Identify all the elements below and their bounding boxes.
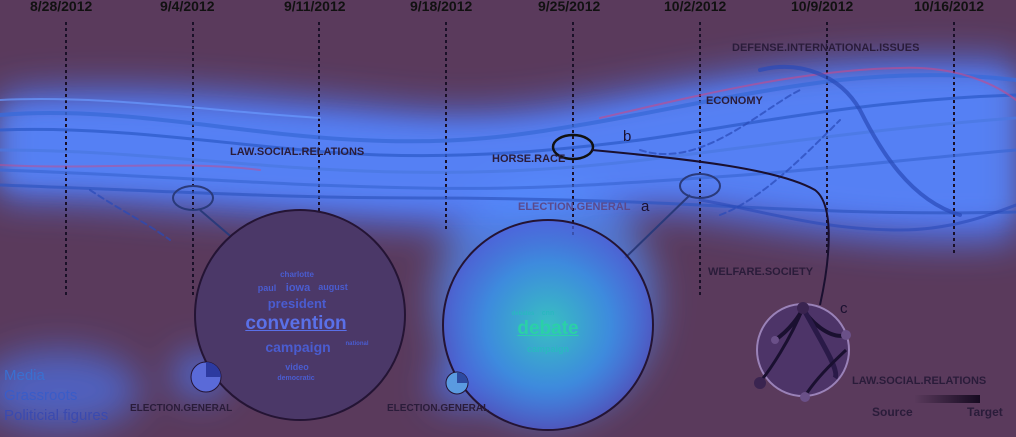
date-label: 10/2/2012 [664, 0, 727, 14]
chord-link [758, 307, 805, 383]
date-label: 10/16/2012 [914, 0, 985, 14]
cloud-word[interactable]: august [318, 282, 348, 292]
connector-b [591, 149, 830, 306]
cloud-word[interactable]: charlotte [280, 270, 314, 279]
stream-line [698, 198, 1016, 232]
stream-line [0, 183, 1016, 215]
cloud-word[interactable]: president [267, 296, 327, 311]
chord-link [803, 348, 848, 397]
date-label: 9/18/2012 [410, 0, 473, 14]
topic-label-law[interactable]: LAW.SOCIAL.RELATIONS [230, 146, 365, 158]
legend-label: Grassroots [4, 387, 78, 404]
cloud-main-word[interactable]: debate [517, 318, 579, 339]
chord-link [800, 306, 839, 380]
stream-accent-line [0, 164, 261, 171]
cloud-word[interactable]: cnn [541, 310, 555, 317]
topic-label-horse-race[interactable]: HORSE.RACE [492, 153, 566, 165]
topic-label-economy[interactable]: ECONOMY [706, 95, 763, 107]
cloud-word[interactable]: democratic [277, 375, 315, 382]
cloud-word[interactable]: iowa [285, 282, 311, 294]
word-cloud-circle-center [442, 219, 654, 431]
cloud-word[interactable]: campaign [526, 344, 570, 354]
legend-item-media: Media [4, 367, 45, 384]
stream-line [0, 98, 321, 119]
chord-node [797, 302, 809, 314]
annotation-c: c [840, 300, 848, 317]
source-target-gradient [914, 395, 980, 403]
cloud-word[interactable]: debates [511, 311, 535, 317]
word-cloud-center[interactable] [442, 219, 654, 431]
stream-dashed-line [639, 89, 801, 156]
connector-a [624, 194, 691, 259]
date-label: 8/28/2012 [30, 0, 93, 14]
cloud-word[interactable]: campaign [265, 339, 331, 355]
date-label: 9/25/2012 [538, 0, 601, 14]
focus-ellipse-a [679, 173, 721, 199]
focus-ellipse-left [172, 185, 214, 211]
connector-left [199, 209, 236, 241]
topic-label-law-bottom[interactable]: LAW.SOCIAL.RELATIONS [852, 375, 987, 387]
source-label: Source [872, 405, 913, 419]
stream-line [758, 65, 962, 217]
focus-ellipse-b [551, 133, 595, 161]
stream-line [0, 116, 1016, 174]
date-label: 9/4/2012 [160, 0, 215, 14]
chord-node [800, 392, 810, 402]
legend-label: Politicial figures [4, 407, 109, 424]
topic-label-welfare[interactable]: WELFARE.SOCIETY [708, 266, 814, 278]
annotation-a: a [641, 198, 650, 215]
legend-item-grassroots: Grassroots [4, 387, 77, 404]
cloud-word[interactable]: national [345, 341, 369, 347]
legend-label: Media [4, 367, 45, 384]
cloud-word[interactable]: paul [257, 283, 277, 293]
topic-label-election[interactable]: ELECTION.GENERAL [518, 201, 631, 213]
word-cloud-circle-left [194, 209, 406, 421]
word-cloud-center-caption: ELECTION.GENERAL [387, 403, 490, 414]
word-cloud-left[interactable] [190, 209, 406, 421]
stream-line [0, 148, 1016, 190]
word-cloud-left-caption: ELECTION.GENERAL [130, 403, 233, 414]
chord-node [754, 377, 766, 389]
legend-item-political-figures: Politicial figures [4, 407, 108, 424]
annotation-b: b [623, 128, 632, 145]
stream-dashed-line [89, 189, 171, 241]
topic-label-defense[interactable]: DEFENSE.INTERNATIONAL.ISSUES [732, 42, 920, 54]
chord-circle [756, 303, 850, 397]
cloud-word[interactable]: video [285, 362, 309, 372]
focus-markers [172, 133, 830, 306]
date-label: 9/11/2012 [284, 0, 346, 14]
pie-slice [206, 362, 221, 377]
stream-line [0, 73, 1016, 144]
chord-diagram[interactable] [754, 302, 851, 402]
pie-slice [457, 372, 468, 383]
stream-accent-line [599, 66, 1016, 119]
stream-line [0, 93, 1016, 158]
target-label: Target [967, 405, 1003, 419]
date-label: 10/9/2012 [791, 0, 854, 14]
chord-node [771, 336, 779, 344]
cloud-main-word[interactable]: convention [245, 313, 347, 334]
chord-node [841, 330, 851, 340]
